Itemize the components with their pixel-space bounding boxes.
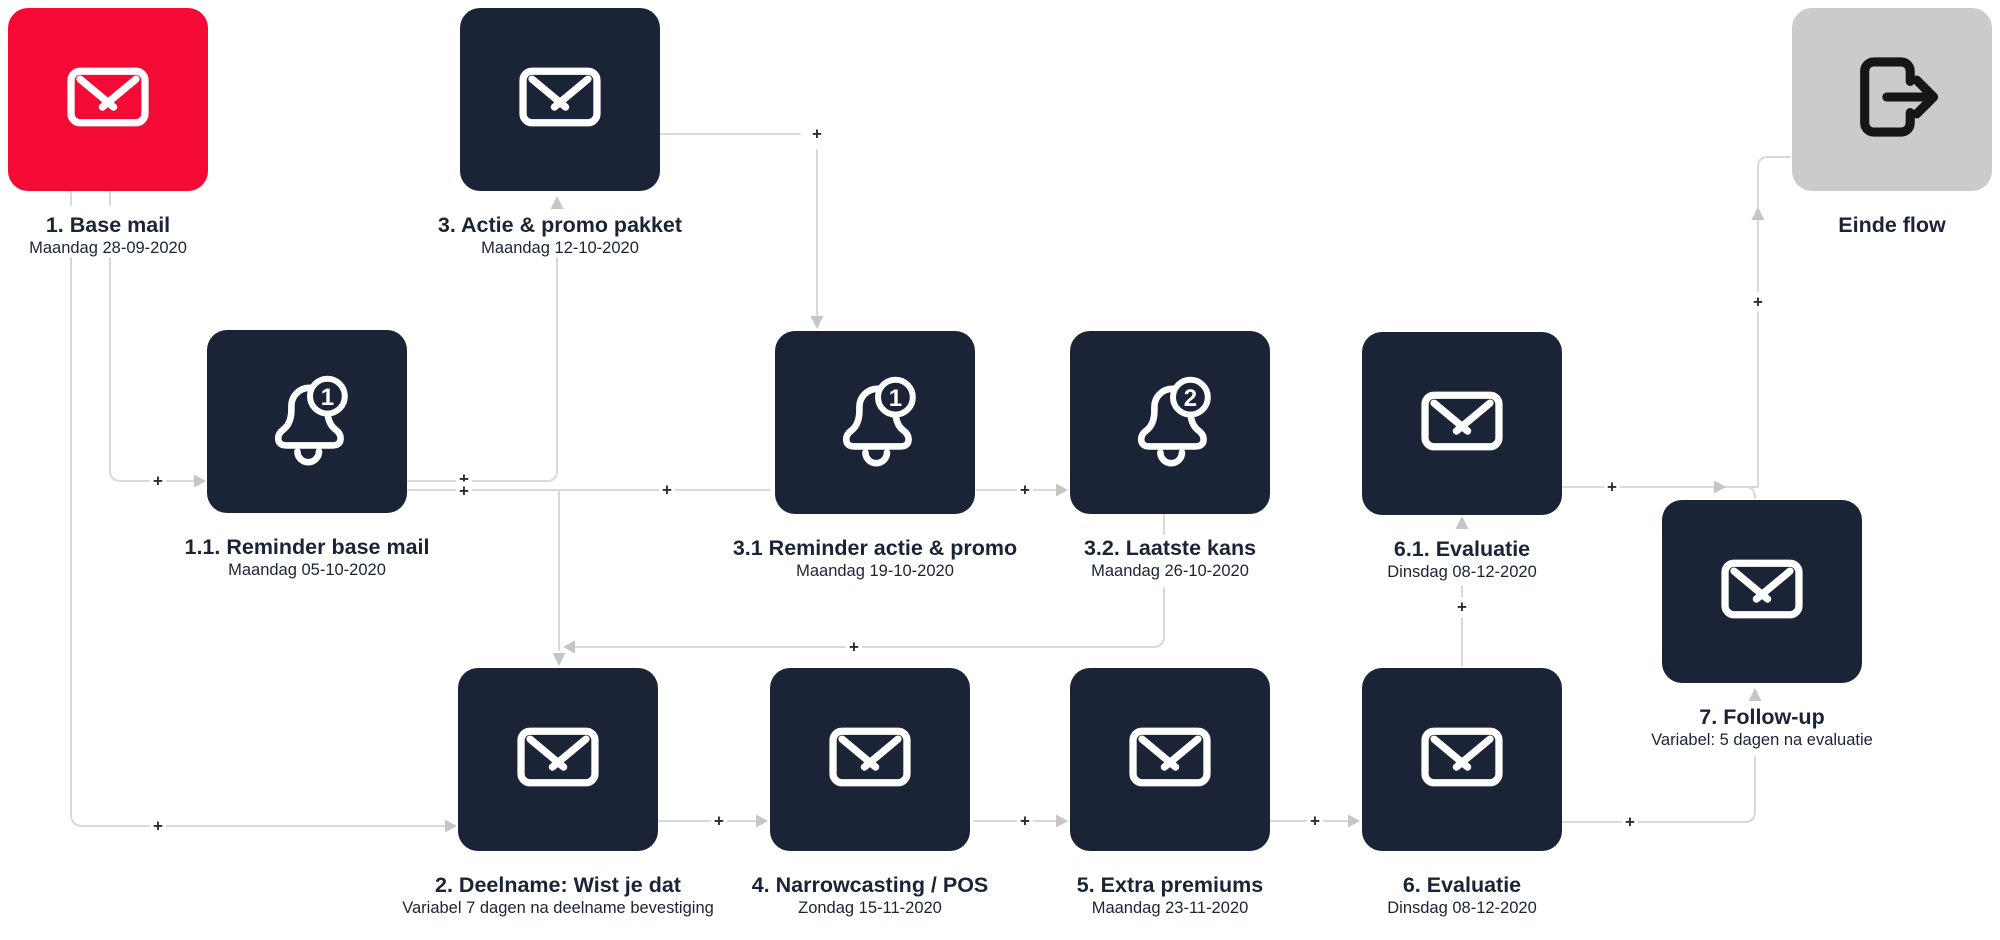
node-extra-premiums[interactable] [1070,668,1270,851]
arrowhead [563,640,575,654]
node-reminder-base-mail[interactable]: 1 [207,330,407,513]
node-narrowcasting-pos[interactable] [770,668,970,851]
add-step-button[interactable]: + [1604,477,1620,497]
arrowhead [445,819,457,833]
node-title: Einde flow [1838,213,1946,237]
node-subtitle: Dinsdag 08-12-2020 [1387,563,1537,581]
bell-notification-icon: 1 [247,359,367,484]
mail-icon [1114,701,1226,818]
node-subtitle: Dinsdag 08-12-2020 [1387,899,1537,917]
arrowhead [1751,207,1765,220]
node-deelname[interactable] [458,668,658,851]
arrowhead [810,316,824,329]
node-title: 4. Narrowcasting / POS [751,873,989,897]
node-title: 6. Evaluatie [1402,873,1522,897]
node-title: 3.1 Reminder actie & promo [732,536,1018,560]
node-subtitle: Maandag 05-10-2020 [228,561,386,579]
exit-icon [1827,32,1957,167]
node-title: 5. Extra premiums [1076,873,1264,897]
mail-icon [504,41,616,158]
node-evaluatie[interactable] [1362,668,1562,851]
connector-line [70,257,451,827]
svg-text:1: 1 [889,385,902,412]
node-title: 3.2. Laatste kans [1083,536,1257,560]
connector-line [1562,756,1756,823]
node-title: 3. Actie & promo pakket [437,213,683,237]
connector-line [574,587,1165,648]
add-step-button[interactable]: + [711,811,727,831]
arrowhead [1056,483,1068,497]
node-subtitle: Maandag 28-09-2020 [29,239,187,257]
add-step-button[interactable]: + [846,637,862,657]
node-subtitle: Maandag 23-11-2020 [1091,899,1249,917]
add-step-button[interactable]: + [1622,812,1638,832]
node-title: 1.1. Reminder base mail [184,535,430,559]
add-step-button[interactable]: + [1454,597,1470,617]
add-step-button[interactable]: + [150,471,166,491]
bell-notification-icon: 2 [1110,360,1230,485]
node-label-einde-flow: Einde flow [1652,213,2000,238]
node-subtitle: Variabel 7 dagen na deelname bevestiging [402,899,714,917]
arrowhead [552,653,566,666]
node-subtitle: Zondag 15-11-2020 [798,899,942,917]
connector-line [1757,156,1791,488]
node-title: 2. Deelname: Wist je dat [435,873,681,897]
add-step-button[interactable]: + [1750,292,1766,312]
add-step-button[interactable]: + [456,481,472,501]
add-step-button[interactable]: + [809,124,825,144]
arrowhead [1714,480,1726,494]
node-follow-up[interactable] [1662,500,1862,683]
arrowhead [1348,814,1360,828]
arrowhead [756,814,768,828]
mail-icon [52,41,164,158]
mail-icon [1406,701,1518,818]
node-einde-flow[interactable] [1792,8,1992,191]
svg-text:2: 2 [1184,385,1197,412]
connector-line [109,257,201,482]
arrowhead [1748,688,1762,701]
mail-icon [814,701,926,818]
mail-icon [502,701,614,818]
arrowhead [1455,516,1469,529]
node-base-mail[interactable] [8,8,208,191]
bell-notification-icon: 1 [815,360,935,485]
svg-text:1: 1 [321,384,334,411]
node-label-narrowcasting-pos: 4. Narrowcasting / POS Zondag 15-11-2020 [630,873,1110,918]
add-step-button[interactable]: + [1017,480,1033,500]
arrowhead [550,196,564,209]
node-title: 7. Follow-up [1699,705,1825,729]
mail-icon [1706,533,1818,650]
add-step-button[interactable]: + [1017,811,1033,831]
node-title: 1. Base mail [45,213,171,237]
node-evaluatie-reminder[interactable] [1362,332,1562,515]
mail-icon [1406,365,1518,482]
connector-line [1746,486,1756,499]
arrowhead [1056,814,1068,828]
node-actie-promo-pakket[interactable] [460,8,660,191]
node-reminder-actie-promo[interactable]: 1 [775,331,975,514]
node-title: 6.1. Evaluatie [1393,537,1531,561]
arrowhead [194,474,206,488]
node-subtitle: Maandag 12-10-2020 [481,239,639,257]
node-subtitle: Maandag 26-10-2020 [1091,562,1249,580]
add-step-button[interactable]: + [659,480,675,500]
connector-line [407,257,558,482]
node-subtitle: Maandag 19-10-2020 [796,562,954,580]
add-step-button[interactable]: + [150,816,166,836]
add-step-button[interactable]: + [1307,811,1323,831]
node-laatste-kans[interactable]: 2 [1070,331,1270,514]
node-subtitle: Variabel: 5 dagen na evaluatie [1651,731,1873,749]
